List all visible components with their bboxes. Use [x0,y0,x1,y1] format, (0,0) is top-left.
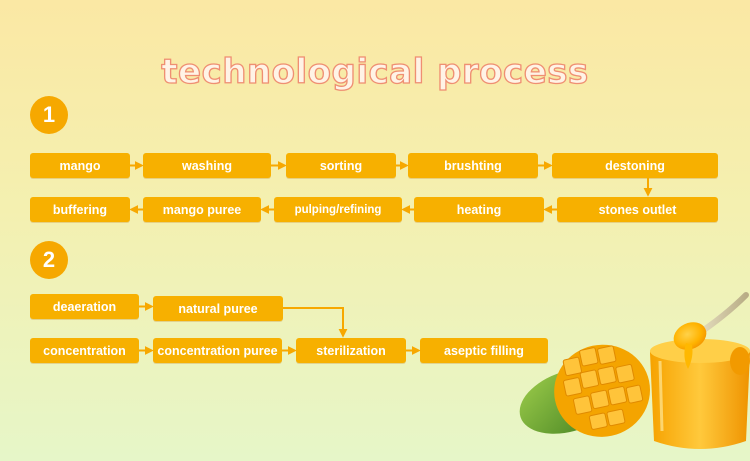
step-mango-puree: mango puree [143,197,261,222]
section-2-number: 2 [30,241,68,279]
step-stones-outlet: stones outlet [557,197,718,222]
mango-cubes-icon [554,344,650,437]
step-heating: heating [414,197,544,222]
step-deaeration: deaeration [30,294,139,319]
arrow-natural-sterilization [283,307,348,338]
mango-puree-illustration [519,292,750,449]
section-1-number: 1 [30,96,68,134]
step-pulping-refining: pulping/refining [274,197,402,222]
step-washing: washing [143,153,271,178]
step-aseptic-filling: aseptic filling [420,338,548,363]
step-sterilization: sterilization [296,338,406,363]
step-concentration-puree: concentration puree [153,338,282,363]
spoon-icon [673,292,749,369]
step-buffering: buffering [30,197,130,222]
step-destoning: destoning [552,153,718,178]
step-natural-puree: natural puree [153,296,283,321]
step-sorting: sorting [286,153,396,178]
step-mango: mango [30,153,130,178]
step-concentration: concentration [30,338,139,363]
mango-slice-icon [730,347,750,375]
step-brushting: brushting [408,153,538,178]
page-title: technological process [161,51,589,92]
puree-glass-icon [650,339,750,449]
